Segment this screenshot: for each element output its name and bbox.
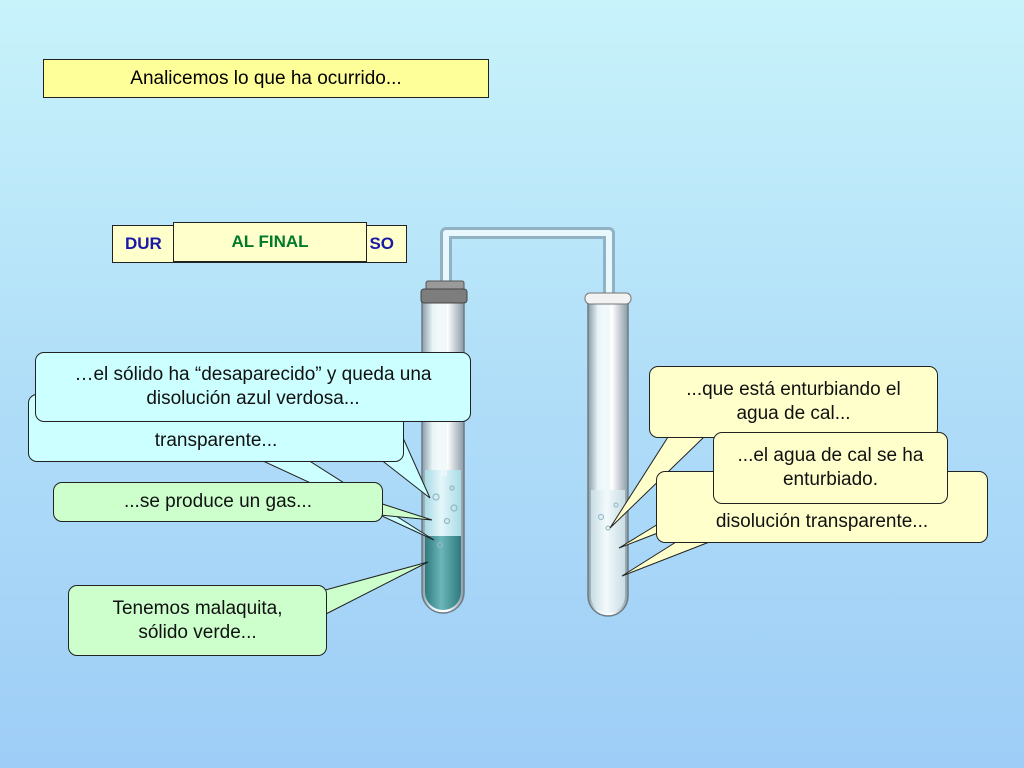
callout-clouded-text: ...el agua de cal se ha enturbiado. xyxy=(737,445,924,490)
lime-water-test-tube xyxy=(584,292,632,617)
delivery-tube xyxy=(440,227,615,296)
callout-gas-text: ...se produce un gas... xyxy=(123,491,312,512)
tab-during-label-left: DUR xyxy=(125,234,162,253)
pointer-malachite xyxy=(317,561,429,619)
callout-solid-disappeared: …el sólido ha “desaparecido” y queda una… xyxy=(35,352,471,422)
callout-clouded: ...el agua de cal se ha enturbiado. xyxy=(713,432,948,504)
rubber-stopper xyxy=(420,280,468,304)
reaction-test-tube xyxy=(421,295,465,614)
callout-malachite: Tenemos malaquita, sólido verde... xyxy=(68,585,327,656)
callout-clouding: ...que está enturbiando el agua de cal..… xyxy=(649,366,938,438)
blue-green-solution xyxy=(425,536,461,610)
callout-clouding-text: ...que está enturbiando el agua de cal..… xyxy=(686,379,901,424)
callout-solid-disappeared-text: …el sólido ha “desaparecido” y queda una… xyxy=(74,364,432,409)
lime-water xyxy=(591,490,625,613)
callout-transparent-solution-text: disolución transparente... xyxy=(715,511,929,532)
callout-gas: ...se produce un gas... xyxy=(53,482,383,522)
tab-during-label-right: SO xyxy=(369,234,394,253)
page-title: Analicemos lo que ha ocurrido... xyxy=(43,59,489,98)
tab-al-final-label: AL FINAL xyxy=(231,232,309,251)
gas-bubbles xyxy=(432,485,458,549)
callout-malachite-text: Tenemos malaquita, sólido verde... xyxy=(112,597,283,643)
page-title-text: Analicemos lo que ha ocurrido... xyxy=(130,67,402,89)
tab-al-final[interactable]: AL FINAL xyxy=(173,222,367,262)
callout-transparent-text: transparente... xyxy=(154,430,278,451)
